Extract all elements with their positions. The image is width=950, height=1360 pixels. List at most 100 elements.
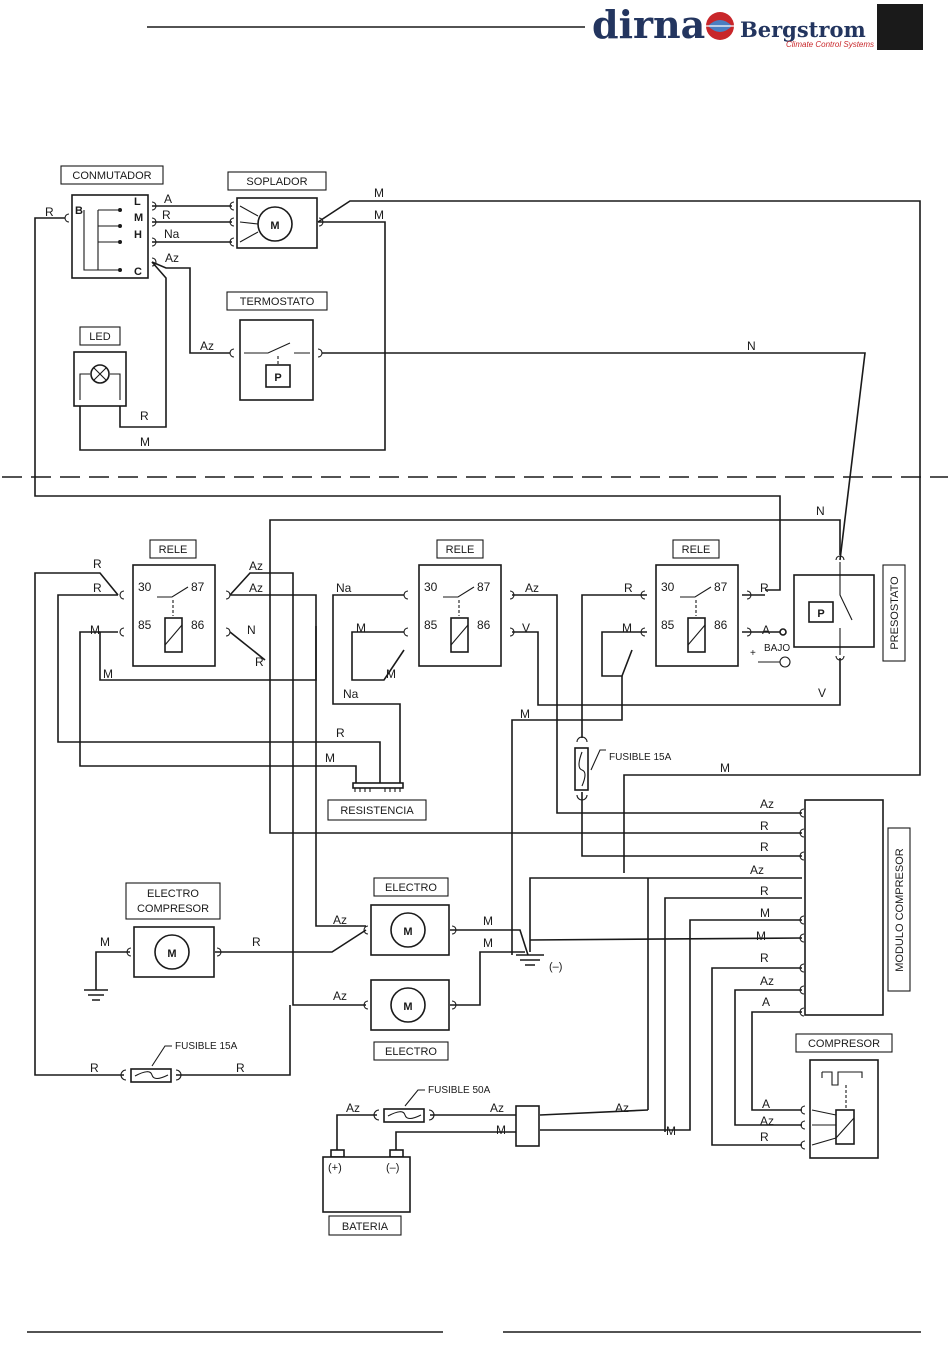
- svg-text:M: M: [483, 914, 493, 928]
- svg-text:86: 86: [191, 618, 205, 632]
- svg-text:N: N: [247, 623, 256, 637]
- svg-text:Az: Az: [200, 339, 214, 353]
- compressor-fan-motor-icon: [154, 934, 190, 970]
- electro-compresor[interactable]: ELECTRO COMPRESOR M: [125, 882, 222, 978]
- svg-text:R: R: [255, 655, 264, 669]
- svg-text:M: M: [167, 948, 176, 960]
- svg-text:M: M: [325, 751, 335, 765]
- soplador-label: SOPLADOR: [246, 176, 307, 188]
- svg-text:Az: Az: [249, 559, 263, 573]
- svg-text:R: R: [140, 409, 149, 423]
- svg-text:R: R: [93, 581, 102, 595]
- battery-positive: (+): [328, 1162, 342, 1174]
- svg-text:R: R: [252, 935, 261, 949]
- svg-text:R: R: [162, 208, 171, 222]
- conmutador-switch[interactable]: CONMUTADOR B L M H C: [60, 165, 164, 279]
- thermostat-p-icon: P: [274, 372, 281, 384]
- brand-bergstrom: Bergstrom: [740, 17, 866, 42]
- svg-text:M: M: [496, 1123, 506, 1137]
- electro-fan-2-label: ELECTRO: [385, 1046, 437, 1058]
- wires-top: [34, 200, 921, 856]
- rele-2[interactable]: RELE 30 87 85 86: [403, 539, 515, 667]
- svg-text:Na: Na: [164, 227, 180, 241]
- compresor[interactable]: COMPRESOR: [795, 1033, 893, 1159]
- electro-fan-1-label: ELECTRO: [385, 882, 437, 894]
- svg-text:Az: Az: [249, 581, 263, 595]
- terminal-b: B: [75, 205, 83, 217]
- rele-1[interactable]: RELE 30 87 85 86: [119, 539, 231, 667]
- svg-text:M: M: [356, 621, 366, 635]
- harness-connector: [515, 1105, 540, 1147]
- svg-text:M: M: [483, 936, 493, 950]
- svg-text:Az: Az: [333, 989, 347, 1003]
- svg-text:M: M: [374, 186, 384, 200]
- fusible-50a[interactable]: FUSIBLE 50A: [373, 1085, 491, 1123]
- svg-text:86: 86: [477, 618, 491, 632]
- ground-icon: (–): [84, 954, 562, 1001]
- svg-text:RELE: RELE: [446, 544, 475, 556]
- conmutador-label-box: [60, 165, 164, 185]
- terminal-h: H: [134, 229, 142, 241]
- modulo-compresor-label: MODULO COMPRESOR: [894, 848, 906, 972]
- presostato-pressure-switch[interactable]: P PRESOSTATO: [793, 555, 906, 662]
- svg-text:M: M: [666, 1124, 676, 1138]
- compresor-label: COMPRESOR: [808, 1038, 880, 1050]
- svg-text:R: R: [760, 819, 769, 833]
- fusible-15a-horizontal[interactable]: FUSIBLE 15A: [120, 1041, 238, 1083]
- svg-text:M: M: [270, 220, 279, 232]
- heater-element-icon: [352, 782, 404, 789]
- bateria-label: BATERIA: [342, 1221, 389, 1233]
- svg-text:N: N: [747, 339, 756, 353]
- svg-text:M: M: [140, 435, 150, 449]
- svg-text:Na: Na: [336, 581, 352, 595]
- resistencia-heater[interactable]: RESISTENCIA: [327, 782, 427, 821]
- wire-labels-top: R A R Na Az Az M M N R M: [45, 186, 756, 449]
- svg-text:87: 87: [714, 580, 728, 594]
- electro-fan-1[interactable]: ELECTRO M: [363, 877, 457, 956]
- svg-text:85: 85: [424, 618, 438, 632]
- modulo-compresor[interactable]: MODULO COMPRESOR: [799, 799, 911, 1017]
- svg-text:V: V: [522, 621, 530, 635]
- brand-globe-icon: [706, 12, 734, 40]
- svg-text:Az: Az: [760, 1114, 774, 1128]
- electro-compresor-label-1: ELECTRO: [147, 888, 199, 900]
- fusible-15a-label: FUSIBLE 15A: [609, 752, 672, 763]
- electro-compresor-label-2: COMPRESOR: [137, 903, 209, 915]
- svg-text:M: M: [622, 621, 632, 635]
- fusible-15a-vertical[interactable]: FUSIBLE 15A: [574, 736, 672, 801]
- wire-labels-bottom: R R M M Az Az N R Na M M Na Az V R M R A…: [90, 504, 826, 1144]
- brand-dirna: dirna: [592, 2, 705, 47]
- svg-text:Az: Az: [165, 251, 179, 265]
- rele-3[interactable]: RELE 30 87 85 86: [640, 539, 752, 667]
- svg-text:R: R: [624, 581, 633, 595]
- electro-fan-2[interactable]: M ELECTRO: [363, 979, 457, 1061]
- svg-text:R: R: [236, 1061, 245, 1075]
- led-indicator[interactable]: LED: [73, 326, 127, 407]
- bateria-battery[interactable]: (+) (–) BATERIA: [322, 1149, 411, 1236]
- soplador-blower[interactable]: SOPLADOR M: [227, 171, 327, 249]
- key-icon: + BAJO: [750, 628, 791, 668]
- svg-text:R: R: [760, 951, 769, 965]
- wires-bottom: [34, 519, 841, 1155]
- termostato-thermostat[interactable]: TERMOSTATO P: [226, 291, 328, 401]
- svg-text:M: M: [760, 906, 770, 920]
- fusible-15a-bottom-label: FUSIBLE 15A: [175, 1041, 238, 1052]
- svg-text:BAJO: BAJO: [764, 643, 790, 654]
- svg-text:M: M: [403, 926, 412, 938]
- svg-text:R: R: [760, 840, 769, 854]
- svg-text:85: 85: [661, 618, 675, 632]
- svg-text:M: M: [386, 667, 396, 681]
- svg-text:30: 30: [138, 580, 152, 594]
- svg-text:R: R: [760, 1130, 769, 1144]
- svg-text:Na: Na: [343, 687, 359, 701]
- svg-text:M: M: [403, 1001, 412, 1013]
- svg-text:M: M: [374, 208, 384, 222]
- svg-text:Az: Az: [490, 1101, 504, 1115]
- svg-text:Az: Az: [615, 1101, 629, 1115]
- led-label: LED: [89, 331, 110, 343]
- svg-text:Az: Az: [525, 581, 539, 595]
- svg-text:R: R: [336, 726, 345, 740]
- svg-text:85: 85: [138, 618, 152, 632]
- svg-text:M: M: [100, 935, 110, 949]
